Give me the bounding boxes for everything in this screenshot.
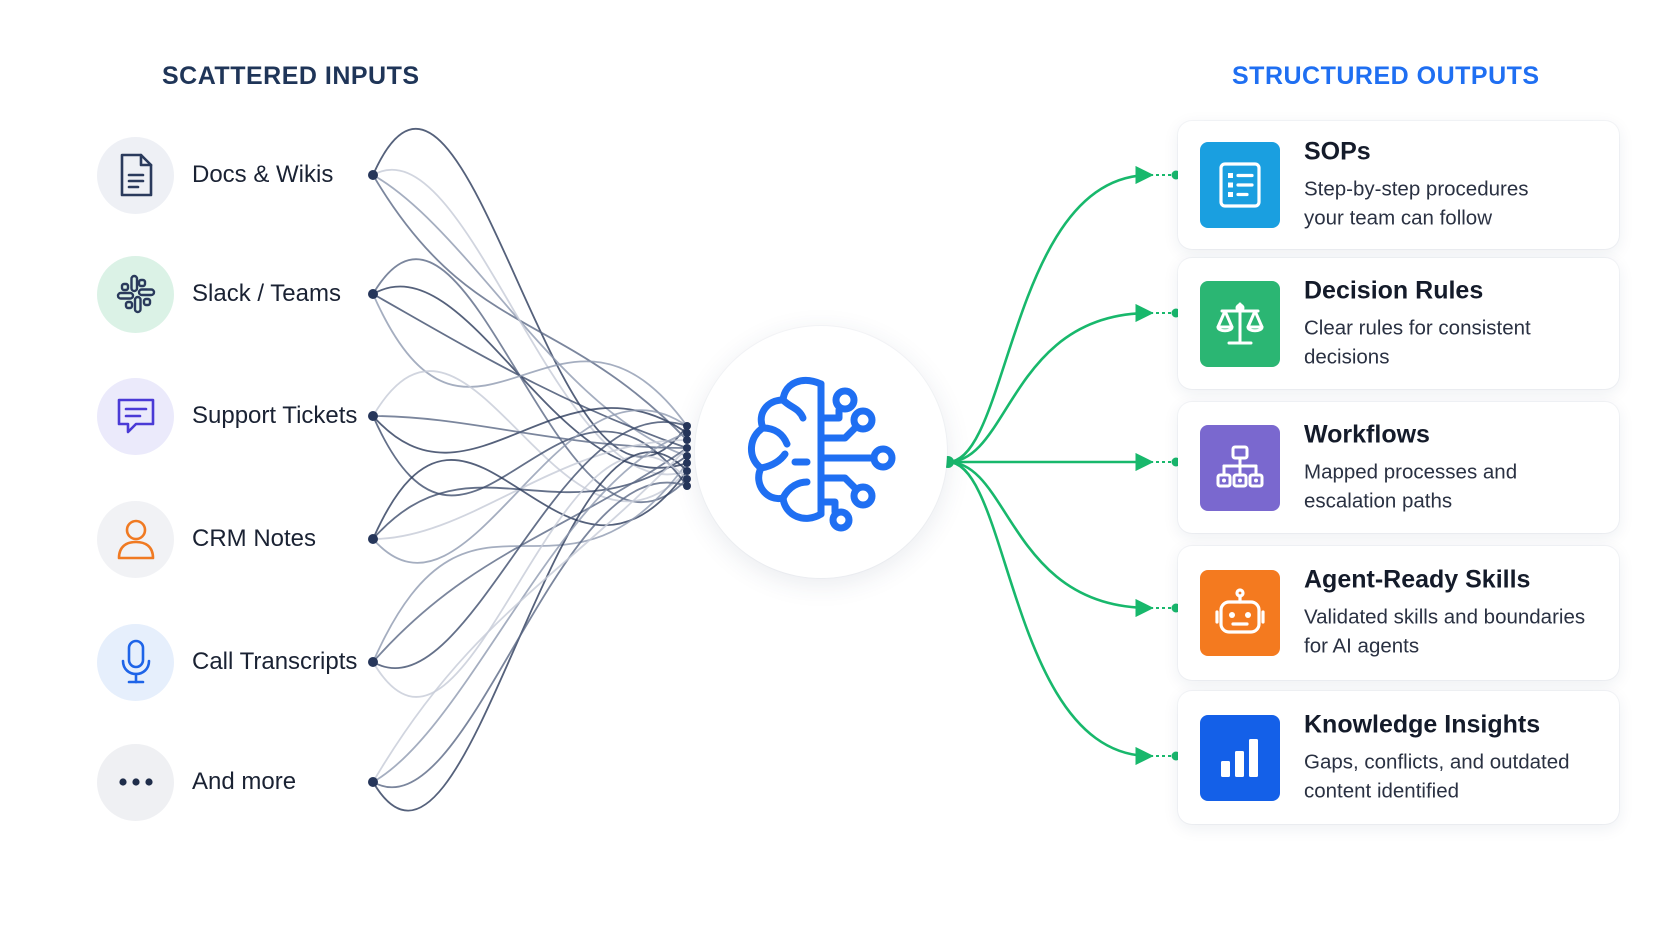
input-label: CRM Notes <box>192 525 317 552</box>
output-card-agent-ready-skills: Agent-Ready Skills Validated skills and … <box>1178 546 1619 680</box>
brain-circuit-icon <box>733 362 909 543</box>
input-label: And more <box>192 768 297 795</box>
chat-icon <box>97 377 174 455</box>
input-docs-wikis: Docs & Wikis <box>97 135 333 215</box>
input-slack-teams: Slack / Teams <box>97 254 341 334</box>
list-document-icon <box>1200 142 1280 228</box>
ai-hub <box>695 326 947 578</box>
input-crm-notes: CRM Notes <box>97 499 316 579</box>
output-card-knowledge-insights: Knowledge Insights Gaps, conflicts, and … <box>1178 691 1619 824</box>
scale-icon <box>1200 280 1280 367</box>
ellipsis-icon <box>97 743 174 821</box>
org-chart-icon <box>1200 424 1280 511</box>
output-card-decision-rules: Decision Rules Clear rules for consisten… <box>1178 258 1619 389</box>
person-icon <box>97 500 174 578</box>
card-title: Workflows <box>1304 420 1430 448</box>
input-label: Docs & Wikis <box>192 161 334 188</box>
inputs-heading: SCATTERED INPUTS <box>162 62 420 90</box>
input-call-transcripts: Call Transcripts <box>97 622 357 702</box>
bar-chart-icon <box>1200 714 1280 801</box>
slack-icon <box>97 255 174 333</box>
document-icon <box>97 136 174 214</box>
robot-icon <box>1200 570 1280 656</box>
microphone-icon <box>97 623 174 701</box>
input-label: Slack / Teams <box>192 280 341 307</box>
input-and-more: And more <box>97 742 296 822</box>
card-title: Agent-Ready Skills <box>1304 565 1531 594</box>
card-title: Decision Rules <box>1304 276 1484 304</box>
input-label: Call Transcripts <box>192 648 358 675</box>
outputs-heading: STRUCTURED OUTPUTS <box>1232 62 1540 90</box>
input-label: Support Tickets <box>192 402 358 429</box>
input-support-tickets: Support Tickets <box>97 376 357 456</box>
card-title: Knowledge Insights <box>1304 710 1541 738</box>
card-title: SOPs <box>1304 137 1371 166</box>
